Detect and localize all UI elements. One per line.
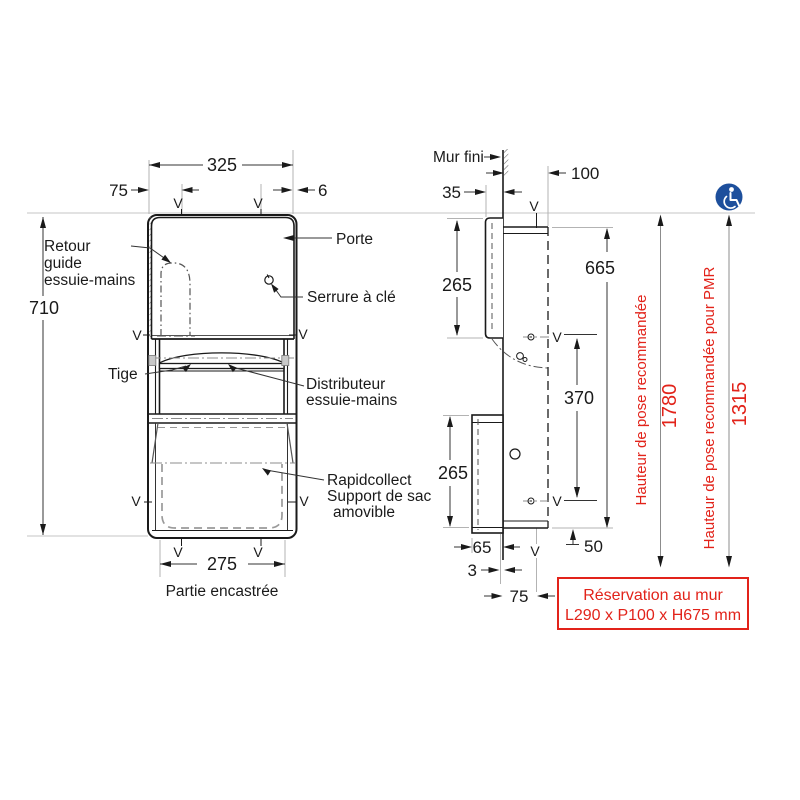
rod-end-cap-left [148,355,157,366]
reservation-line1: Réservation au mur [583,587,723,604]
dim-75-side-value: 75 [510,587,529,606]
v-mark: V [131,493,141,509]
v-mark: V [253,195,263,211]
dim-665: 665 [585,228,615,528]
side-fixing-marks: V V V V [523,198,597,559]
door-swing [491,338,549,369]
dim-325-value: 325 [207,155,237,175]
v-mark: V [173,195,183,211]
dim-50: 50 [566,529,603,556]
retour-label-3: essuie-mains [44,272,136,289]
v-mark: V [253,544,263,560]
accessibility-icon [715,183,743,211]
dim-width-325: 325 [149,155,293,175]
wall-hatch [503,149,509,176]
retour-label-2: guide [44,255,82,272]
recessed-box [503,226,549,529]
dim-275-value: 275 [207,554,237,574]
bag-compartment [150,422,295,531]
rod-end-cap-right [281,355,290,366]
dim-6-value: 6 [318,181,327,200]
distributeur-label-2: essuie-mains [306,392,398,409]
door-outline [150,216,295,339]
fixing-hole [509,448,521,460]
rapidcollect-label-1: Rapidcollect [327,472,412,489]
mounting-height-standard-label: Hauteur de pose recommandée [633,295,650,506]
tige-label: Tige [108,366,138,383]
dim-75-value: 75 [109,181,128,200]
dim-recess-275: 275 [160,554,285,574]
dim-35-value: 35 [442,183,461,202]
callout-tige: Tige [108,364,191,383]
door-profile [484,217,503,339]
removable-bag [161,464,283,529]
side-extension-lines [443,166,613,592]
callout-serrure: Serrure à clé [271,283,396,306]
front-extension-lines [148,150,294,577]
dim-35: 35 [442,183,522,202]
mounting-height-standard-value: 1780 [659,384,681,429]
dim-665-value: 665 [585,258,615,278]
dim-100: 100 [486,164,599,183]
dim-265-top: 265 [442,220,472,336]
callout-rapidcollect: Rapidcollect Support de sac amovible [262,468,432,521]
dim-100-value: 100 [571,164,599,183]
dim-370-value: 370 [564,388,594,408]
side-view: Mur fini [433,149,615,606]
dim-65: 65 [454,538,520,557]
dim-710-value: 710 [29,298,59,318]
dim-65-value: 65 [473,538,492,557]
lower-box-profile [471,414,504,534]
v-mark: V [552,329,562,345]
reference-lines [27,212,755,537]
mounting-height-pmr-label: Hauteur de pose recommandée pour PMR [701,267,718,550]
rapidcollect-label-2: Support de sac [327,488,432,505]
callout-retour-guide: Retour guide essuie-mains [44,238,171,289]
recessed-part-label: Partie encastrée [166,583,279,600]
front-fixing-marks: V V V V V V V V [131,195,309,560]
dim-370: 370 [564,338,594,498]
v-mark: V [529,198,539,214]
rod [158,362,285,370]
v-mark: V [299,493,309,509]
dim-gap-6: 6 [273,181,327,200]
mur-fini-label: Mur fini [433,149,484,166]
v-mark: V [298,326,308,342]
shelf-band [148,413,296,424]
v-mark: V [530,543,540,559]
callout-porte: Porte [283,231,373,248]
serrure-label: Serrure à clé [307,289,396,306]
dim-3: 3 [468,561,522,580]
key-lock [264,274,274,285]
callout-mur-fini: Mur fini [433,149,501,166]
v-mark: V [132,327,142,343]
front-view: V V V V V V V V 325 [29,150,432,600]
dim-offset-75: 75 [109,181,199,200]
dim-50-value: 50 [584,537,603,556]
dispensing-recess [148,339,294,414]
mounting-height-pmr-value: 1315 [729,382,751,427]
v-mark: V [552,493,562,509]
dim-3-value: 3 [468,561,477,580]
wall-reservation-note: Réservation au mur L290 x P100 x H675 mm [557,577,749,630]
callout-distributeur: Distributeur essuie-mains [228,364,398,409]
retour-label-1: Retour [44,238,91,255]
v-mark: V [173,544,183,560]
dim-265-bottom: 265 [438,416,468,527]
paper-towel-bulge [159,352,285,364]
dim-75-side: 75 [484,587,555,606]
dim-265-bottom-value: 265 [438,463,468,483]
reservation-line2: L290 x P100 x H675 mm [565,607,741,624]
porte-label: Porte [336,231,373,248]
dim-height-710: 710 [29,217,59,535]
towel-guide-return [157,262,195,337]
rapidcollect-label-3: amovible [333,504,395,521]
dim-265-top-value: 265 [442,275,472,295]
mounting-heights: Hauteur de pose recommandée 1780 Hauteur… [633,183,751,568]
distributeur-label-1: Distributeur [306,376,385,393]
